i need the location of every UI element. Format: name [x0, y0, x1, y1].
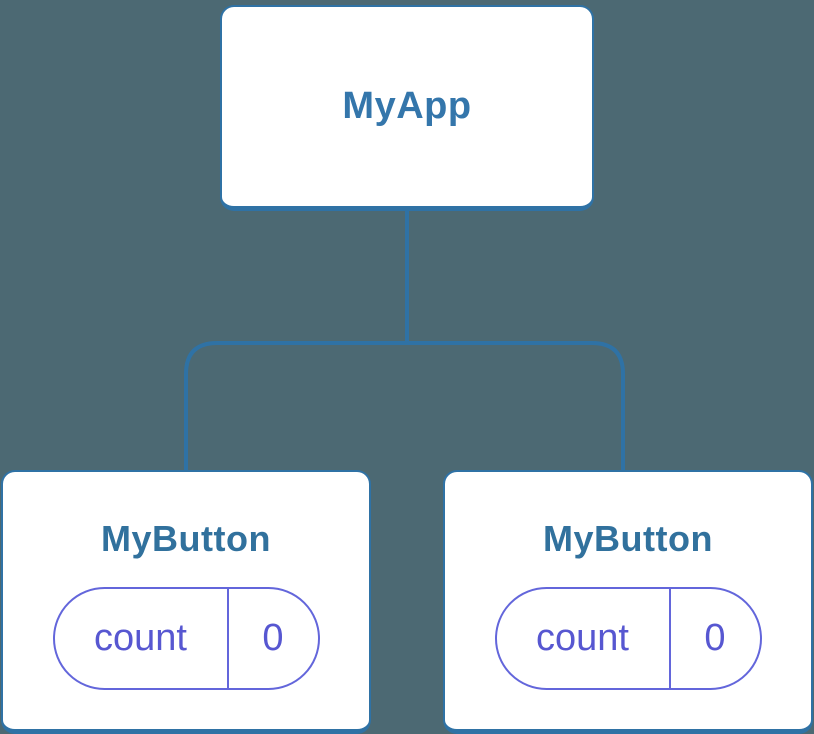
- state-pill: count 0: [52, 587, 320, 690]
- connector-branch: [184, 341, 625, 471]
- state-key-label: count: [55, 589, 229, 688]
- state-value: 0: [704, 617, 726, 659]
- node-root-label: MyApp: [342, 85, 472, 127]
- node-child-right: MyButton count 0: [443, 470, 813, 734]
- node-child-left-label: MyButton: [101, 518, 271, 559]
- node-child-right-label: MyButton: [543, 518, 713, 559]
- state-value: 0: [262, 617, 284, 659]
- state-key-label: count: [497, 589, 671, 688]
- node-root: MyApp: [220, 5, 594, 211]
- state-pill: count 0: [494, 587, 762, 690]
- node-child-left: MyButton count 0: [1, 470, 371, 734]
